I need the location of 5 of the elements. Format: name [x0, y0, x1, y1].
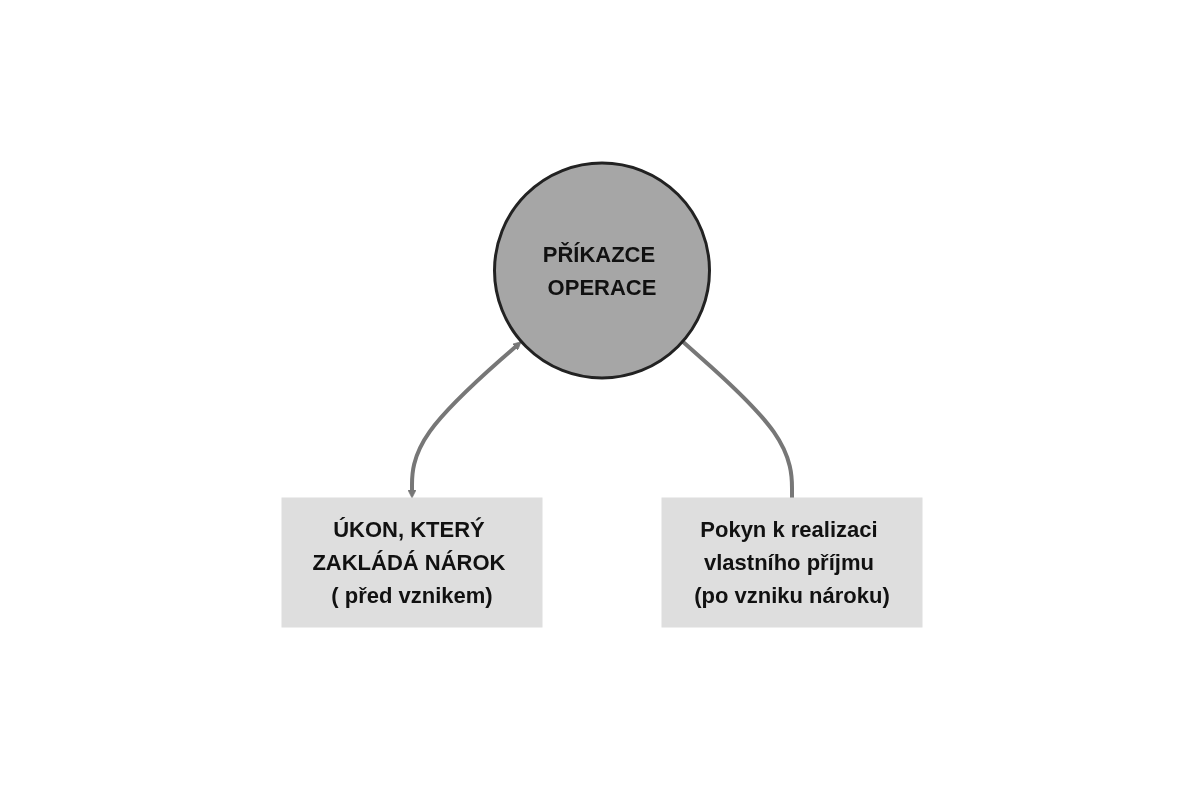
- node-box: ÚKON, KTERÝ ZAKLÁDÁ NÁROK ( před vznikem): [281, 497, 543, 627]
- node-box: Pokyn k realizaci vlastního příjmu (po vzniku nároku): [661, 497, 923, 627]
- arrow: [407, 340, 522, 498]
- node-circle: PŘÍKAZCE OPERACE: [493, 161, 711, 379]
- connector: [681, 339, 794, 498]
